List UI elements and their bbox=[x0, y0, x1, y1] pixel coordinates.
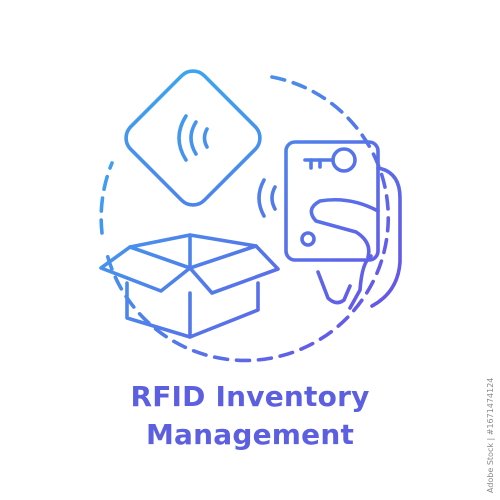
caption-line-2: Management bbox=[145, 418, 355, 451]
open-box-icon bbox=[99, 233, 280, 339]
card-chip-dot bbox=[300, 231, 316, 247]
signal-waves-icon bbox=[257, 178, 277, 218]
rfid-card-icon bbox=[284, 140, 380, 262]
tag-signal-waves-icon bbox=[177, 114, 209, 162]
hand-icon bbox=[309, 166, 402, 310]
key-icon bbox=[303, 147, 357, 173]
rfid-tag-icon bbox=[124, 69, 262, 207]
caption-title: RFID Inventory Management bbox=[0, 378, 500, 454]
dashed-circle-frame bbox=[99, 75, 391, 363]
stock-id-label: Adobe Stock | #1671474124 bbox=[486, 377, 495, 493]
caption-line-1: RFID Inventory bbox=[130, 380, 370, 413]
